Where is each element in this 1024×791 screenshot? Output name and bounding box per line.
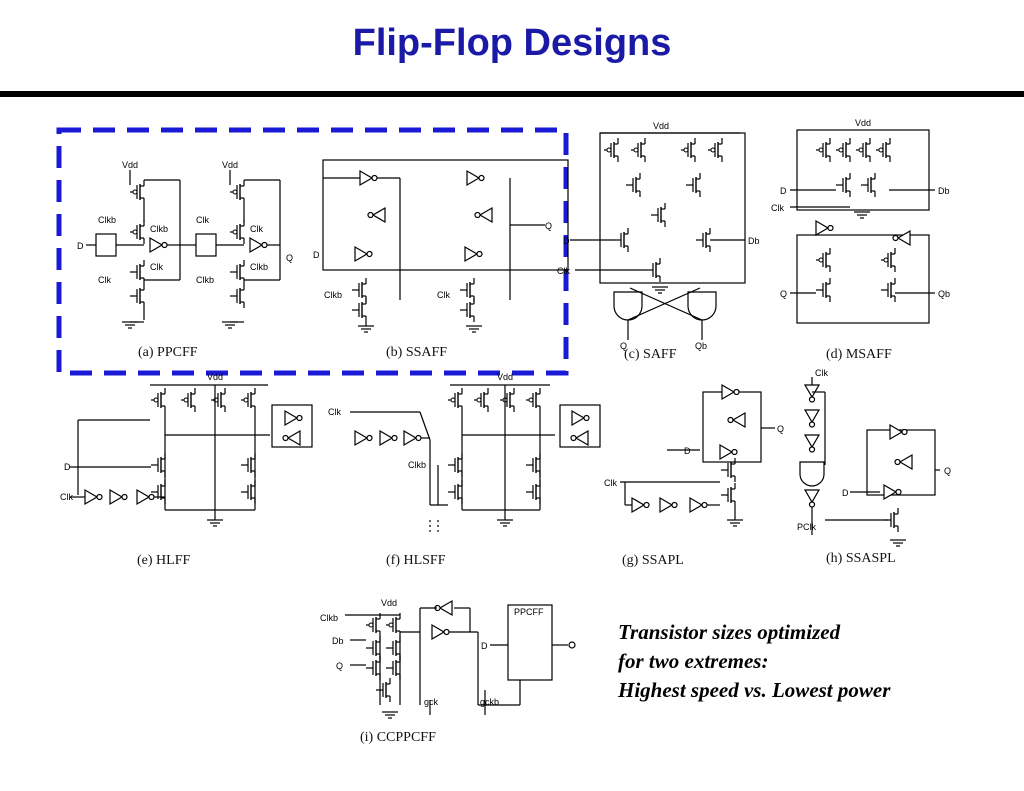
label-d-d: D [780,186,787,196]
caption-ccppcff: (i) CCPPCFF [360,730,436,745]
title-divider [0,91,1024,97]
label-vdd-a1: Vdd [122,160,138,170]
label-clk-b: Clk [437,290,450,300]
label-qb-c: Qb [695,341,707,351]
label-clk-g: Clk [604,478,617,488]
label-q-a: Q [286,253,293,263]
label-d-c: D [563,236,570,246]
label-clk-a4: Clk [250,224,263,234]
label-d-e: D [64,462,71,472]
caption-ssaspl: (h) SSASPL [826,551,896,566]
label-clk-f: Clk [328,407,341,417]
label-q-h: Q [944,466,951,476]
label-d-b: D [313,250,320,260]
optimization-note: Transistor sizes optimized for two extre… [618,618,890,705]
caption-msaff: (d) MSAFF [826,347,892,362]
label-vdd-d: Vdd [855,118,871,128]
label-q-c: Q [620,341,627,351]
note-line-2: for two extremes: [618,649,769,673]
label-d-a: D [77,241,84,251]
label-vdd-f: Vdd [497,372,513,382]
schematic-ssapl [620,384,775,527]
highlight-box [56,127,569,376]
label-d-h: D [842,488,849,498]
label-gckb-i: gckb [480,697,499,707]
label-gck-i: gck [424,697,439,707]
label-clk-a2: Clk [150,262,163,272]
label-clkb-a2: Clkb [150,224,168,234]
schematic-ssaspl [799,377,940,547]
label-q-b: Q [545,221,552,231]
schematic-msaff [790,129,935,324]
label-clk-e: Clk [60,492,73,502]
label-d-g: D [684,446,691,456]
label-q-i: Q [336,661,343,671]
note-line-3: Highest speed vs. Lowest power [618,678,891,702]
label-clk-h: Clk [815,368,828,378]
label-vdd-a2: Vdd [222,160,238,170]
label-clk-a3: Clk [196,215,209,225]
caption-ssapl: (g) SSAPL [622,553,684,568]
label-clkb-a1: Clkb [98,215,116,225]
label-qb-d: Qb [938,289,950,299]
label-clkb-f: Clkb [408,460,426,470]
caption-hlsff: (f) HLSFF [386,553,446,568]
label-clkb-b: Clkb [324,290,342,300]
label-vdd-c: Vdd [653,121,669,131]
caption-hlff: (e) HLFF [137,553,191,568]
label-clkb-i: Clkb [320,613,338,623]
label-ppcff-i: PPCFF [514,607,544,617]
schematic-saff [570,132,746,340]
schematic-hlff [70,384,313,527]
schematic-ccppcff [345,600,576,719]
label-d-i: D [481,641,488,651]
label-clkb-a3: Clkb [196,275,214,285]
caption-saff: (c) SAFF [624,347,677,362]
label-db-i: Db [332,636,344,646]
slide-title: Flip-Flop Designs [352,22,672,64]
label-vdd-i: Vdd [381,598,397,608]
caption-ssaff: (b) SSAFF [386,345,448,360]
label-clk-a1: Clk [98,275,111,285]
label-db-c: Db [748,236,760,246]
label-pclk-h: PClk [797,522,817,532]
label-clkb-a4: Clkb [250,262,268,272]
label-q-d: Q [780,289,787,299]
label-db-d: Db [938,186,950,196]
note-line-1: Transistor sizes optimized [618,620,841,644]
label-clk-c: Clk [557,266,570,276]
schematic-ssaff [322,159,569,333]
schematic-ppcff [86,170,281,329]
label-q-g: Q [777,424,784,434]
schematic-hlsff [350,384,601,535]
caption-ppcff: (a) PPCFF [138,345,198,360]
label-vdd-e: Vdd [207,372,223,382]
label-clk-d: Clk [771,203,784,213]
